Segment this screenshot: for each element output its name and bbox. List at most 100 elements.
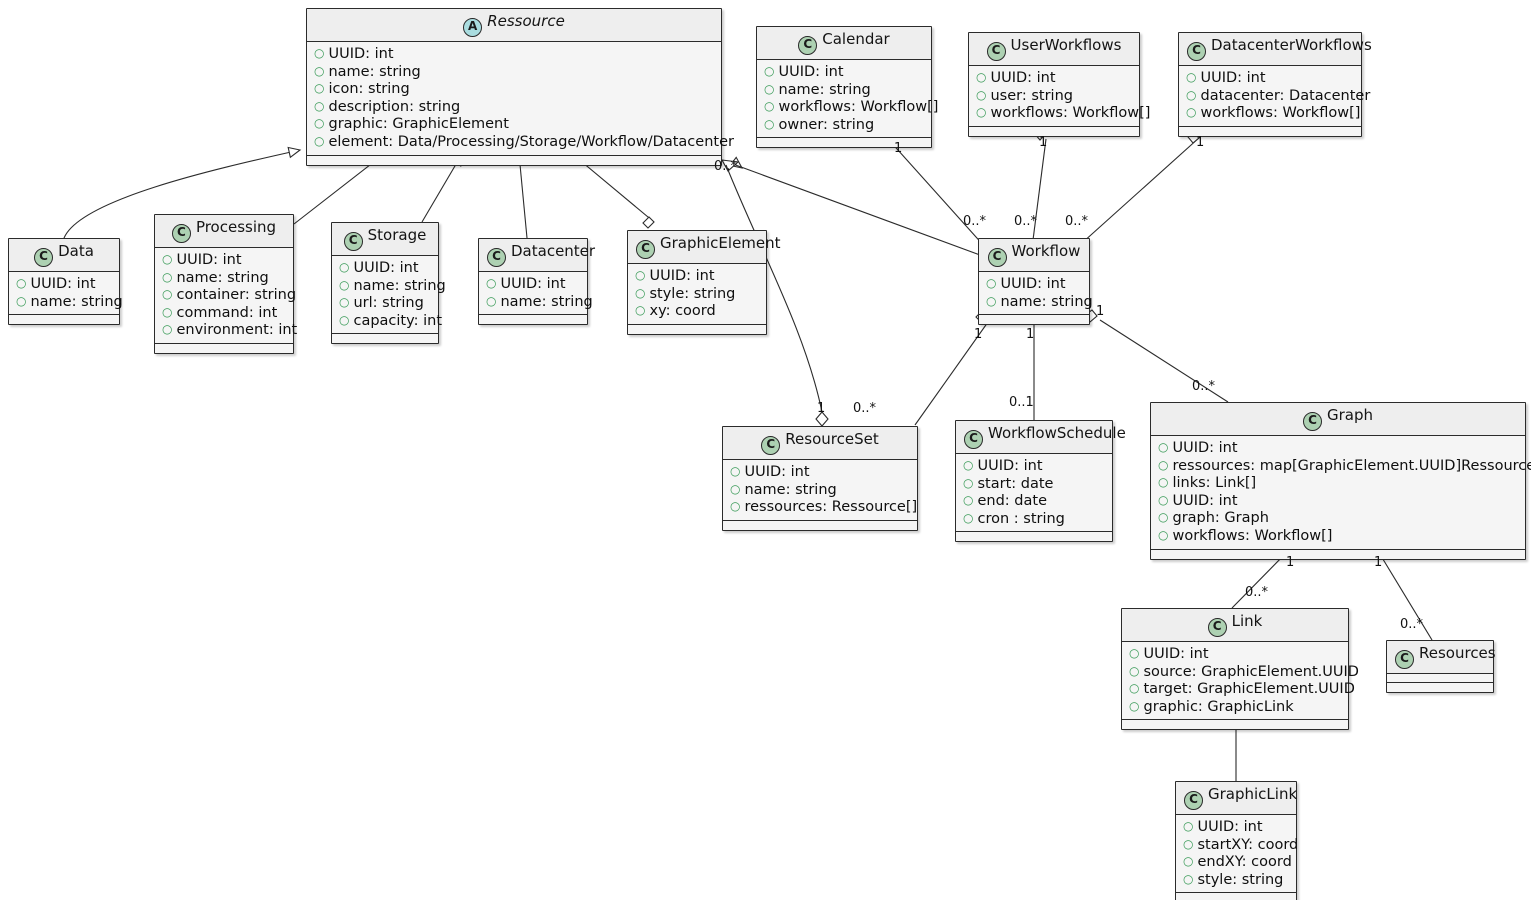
visibility-public-icon: ○	[1129, 681, 1140, 696]
multiplicity-label: 1	[894, 141, 903, 156]
class-attributes-workflow: ○UUID: int○name: string	[979, 272, 1093, 316]
attribute-text: workflows: Workflow[]	[990, 105, 1151, 122]
attribute-text: startXY: coord	[1197, 836, 1299, 853]
attribute-text: cron : string	[977, 510, 1065, 527]
attribute-row: ○UUID: int	[339, 259, 431, 277]
visibility-public-icon: ○	[730, 499, 741, 514]
visibility-public-icon: ○	[1158, 510, 1169, 525]
class-name-data: Data	[58, 242, 94, 260]
attribute-text: environment: int	[176, 322, 298, 339]
multiplicity-label: 0..*	[714, 159, 738, 174]
attribute-row: ○icon: string	[314, 80, 714, 98]
class-attributes-datacenter: ○UUID: int○name: string	[479, 272, 593, 316]
attribute-text: url: string	[353, 295, 424, 312]
class-icon: C	[1207, 618, 1227, 637]
visibility-public-icon: ○	[339, 277, 350, 292]
attribute-row: ○links: Link[]	[1158, 474, 1518, 492]
class-methods-workflowschedule	[956, 532, 1112, 542]
visibility-public-icon: ○	[1158, 527, 1169, 542]
class-icon: C	[1187, 42, 1206, 61]
attribute-text: name: string	[30, 293, 123, 310]
visibility-public-icon: ○	[764, 116, 775, 131]
visibility-public-icon: ○	[314, 133, 325, 148]
attribute-row: ○UUID: int	[1183, 818, 1289, 836]
class-methods-userworkflows	[969, 126, 1139, 136]
class-icon: C	[1395, 650, 1414, 669]
attribute-row: ○graph: Graph	[1158, 509, 1518, 527]
class-name-workflowschedule: WorkflowSchedule	[988, 424, 1126, 442]
multiplicity-label: 1	[1286, 555, 1295, 570]
class-methods-workflow	[979, 315, 1089, 325]
attribute-text: UUID: int	[1000, 276, 1066, 292]
visibility-public-icon: ○	[162, 252, 173, 266]
visibility-public-icon: ○	[1129, 663, 1140, 678]
abstract-class-icon: A	[463, 18, 483, 37]
attribute-text: workflows: Workflow[]	[778, 99, 939, 116]
attribute-text: icon: string	[328, 81, 410, 98]
class-methods-ressource	[307, 155, 721, 165]
visibility-public-icon: ○	[314, 63, 325, 78]
attribute-row: ○name: string	[339, 277, 446, 295]
attribute-text: owner: string	[778, 116, 875, 133]
visibility-public-icon: ○	[963, 510, 974, 525]
visibility-public-icon: ○	[976, 105, 987, 120]
attribute-row: ○graphic: GraphicLink	[1129, 698, 1341, 716]
visibility-public-icon: ○	[1183, 854, 1194, 869]
visibility-public-icon: ○	[764, 81, 775, 96]
multiplicity-label: 0..*	[1065, 214, 1089, 229]
class-attributes-storage: ○UUID: int○name: string○url: string ○ capa…	[332, 256, 446, 335]
attribute-text: capacity: int	[353, 312, 443, 329]
attribute-row: ○start: date	[963, 475, 1105, 493]
attribute-row: ○UUID: int	[976, 69, 1132, 87]
attribute-text: UUID: int	[328, 46, 394, 62]
class-icon: C	[986, 42, 1006, 61]
edge-calendar-workflow	[887, 138, 986, 248]
attribute-text: description: string	[328, 98, 461, 115]
visibility-public-icon: ○	[1158, 475, 1169, 490]
visibility-public-icon: ○	[963, 475, 974, 490]
class-icon: C	[761, 436, 781, 455]
class-icon: C	[987, 248, 1007, 267]
class-name-graph: Graph	[1326, 406, 1373, 424]
class-methods-resources	[1387, 683, 1493, 692]
visibility-public-icon: ○	[16, 293, 27, 308]
visibility-public-icon: ○	[1183, 819, 1194, 833]
attribute-text: UUID: int	[1172, 492, 1238, 509]
multiplicity-label: 0..*	[1245, 585, 1269, 600]
attribute-row: ○url: string	[339, 294, 431, 312]
attribute-row: ○startXY: coord	[1183, 836, 1298, 854]
class-attributes-workflowschedule: ○UUID: int○start: date○end: date○cron : …	[956, 454, 1112, 533]
class-attributes-calendar: ○UUID: int○name: string○workflows: Workf…	[757, 60, 938, 139]
attribute-row: ○source: GraphicElement.UUID	[1129, 663, 1359, 681]
class-attributes-graphiclink: ○UUID: int○startXY: coord○endXY: coord○s…	[1176, 815, 1298, 894]
class-icon: C	[171, 224, 191, 243]
class-methods-data	[9, 315, 119, 325]
class-attributes-graphicelement: ○UUID: int○style: string○xy: coord	[628, 264, 766, 325]
class-name-workflow: Workflow	[1011, 242, 1081, 260]
attribute-text: command: int	[176, 304, 278, 321]
